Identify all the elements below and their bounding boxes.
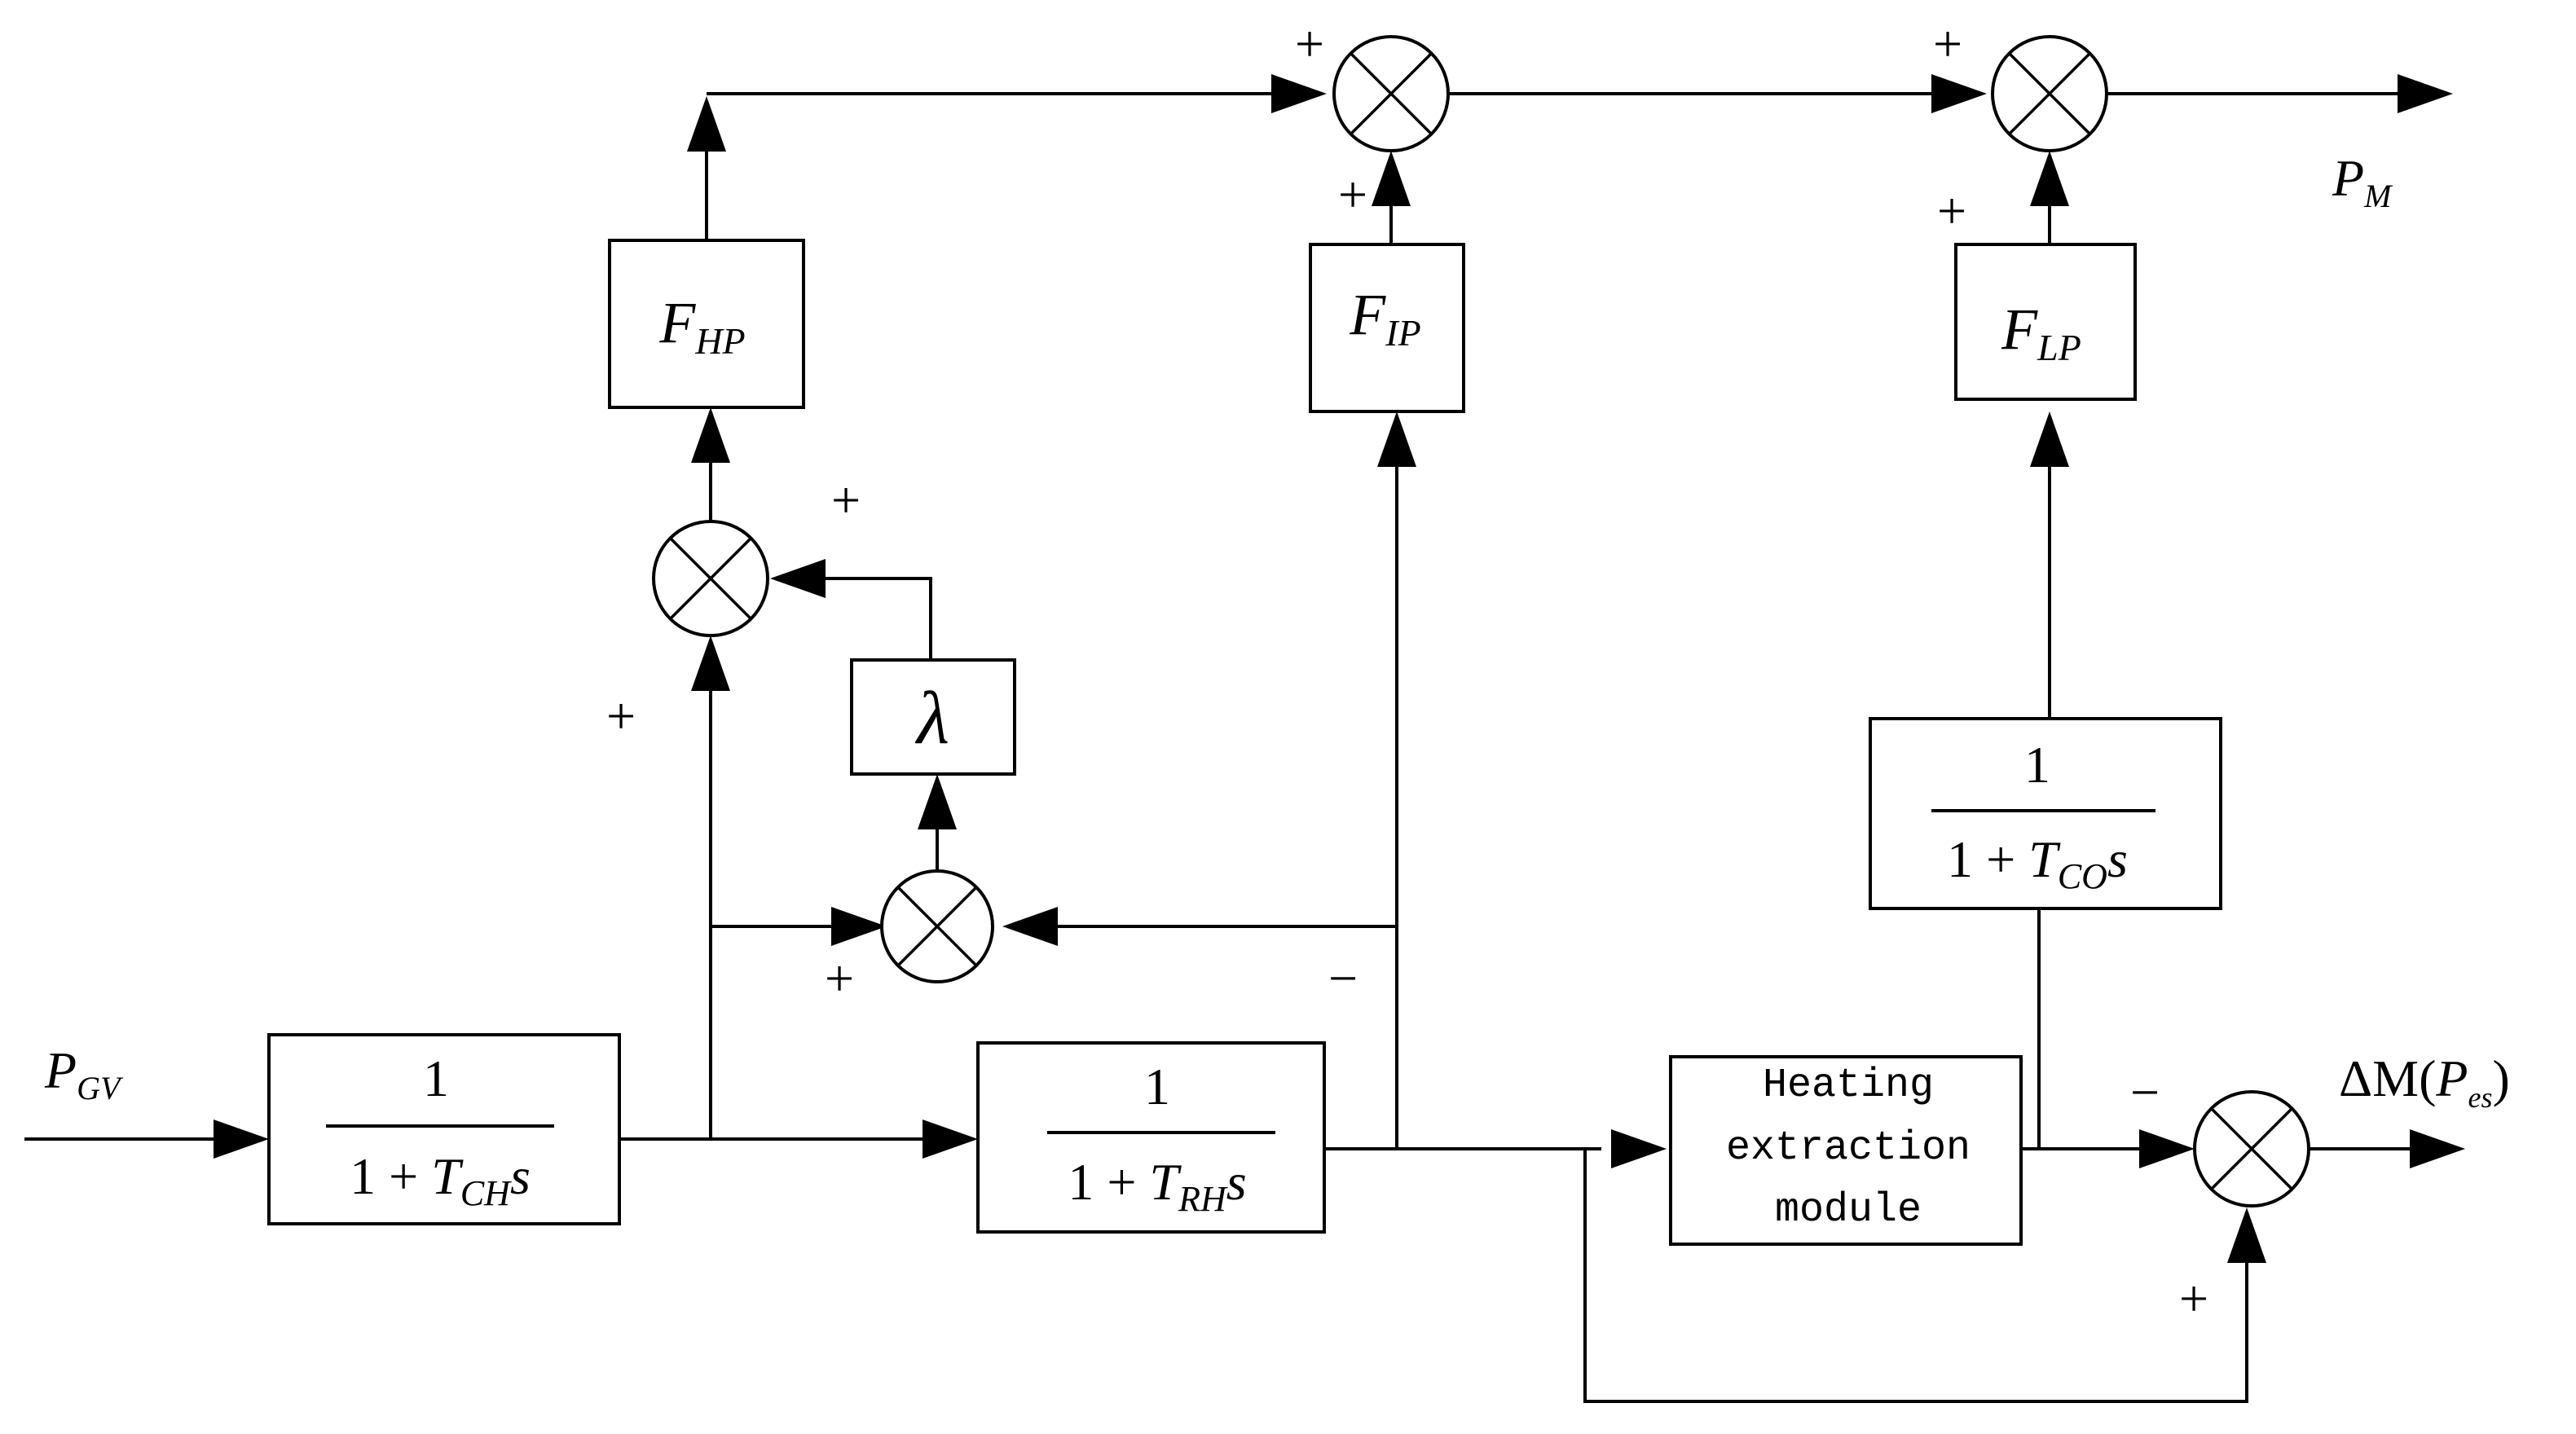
- arrow-into-ip-block: [1377, 411, 1416, 467]
- arrow-into-sum1-left: [1271, 74, 1327, 113]
- summing-junction-hp: [652, 520, 769, 637]
- block-co-transfer: 1 1 + TCOs: [1869, 717, 2222, 910]
- ch-denominator: 1 + TCHs: [350, 1147, 531, 1213]
- summing-junction-top-2: [1991, 35, 2108, 152]
- ip-label: FIP: [1349, 282, 1420, 354]
- sign-final-left: −: [2130, 1063, 2160, 1121]
- block-rh-transfer: 1 1 + TRHs: [976, 1041, 1326, 1234]
- arrow-into-lp-block: [2030, 411, 2069, 467]
- sign-hp-summer-bottom: +: [606, 687, 636, 745]
- summing-junction-diff: [880, 869, 994, 983]
- label-output-pm: PM: [2332, 149, 2393, 214]
- arrow-into-heating: [1611, 1129, 1667, 1168]
- block-f-ip: FIP: [1309, 243, 1465, 413]
- sign-diff-summer-right: −: [1328, 949, 1358, 1007]
- arrow-into-hp-summer-right: [770, 559, 826, 598]
- co-denominator: 1 + TCOs: [1947, 830, 2128, 896]
- wire-bypass-loop: [1583, 1149, 2248, 1403]
- arrow-output-pm: [2398, 74, 2453, 113]
- block-f-lp: FLP: [1954, 243, 2137, 401]
- arrow-into-sum2-left: [1931, 74, 1987, 113]
- sign-sum1-bottom: +: [1338, 165, 1367, 223]
- wire-lambda-to-hp-summer: [807, 577, 932, 660]
- arrow-into-ch: [214, 1119, 269, 1159]
- block-lambda: λ: [850, 658, 1016, 776]
- block-heating-extraction-module: Heating extraction module: [1669, 1055, 2023, 1246]
- co-numerator: 1: [2024, 736, 2050, 794]
- summing-junction-top-1: [1332, 35, 1450, 152]
- hp-label: FHP: [658, 290, 745, 362]
- heating-line-2: extraction: [1726, 1125, 1971, 1172]
- arrow-into-final-summer-left: [2139, 1129, 2195, 1168]
- sign-hp-summer-right: +: [831, 471, 861, 529]
- lambda-label: λ: [914, 676, 949, 759]
- arrow-into-lambda: [918, 774, 957, 829]
- sign-sum1-left: +: [1295, 15, 1324, 73]
- heating-line-3: module: [1775, 1187, 1922, 1234]
- label-input-pgv: PGV: [44, 1041, 124, 1106]
- sign-sum2-bottom: +: [1937, 182, 1966, 240]
- arrow-into-final-summer-bottom: [2227, 1207, 2266, 1263]
- arrow-output-heat: [2410, 1129, 2465, 1168]
- block-ch-transfer: 1 1 + TCHs: [267, 1033, 621, 1225]
- label-output-heat: ΔM(Pes): [2339, 1049, 2510, 1114]
- arrow-into-diff-summer-left: [831, 907, 887, 946]
- block-f-hp: FHP: [608, 239, 805, 409]
- arrow-hp-up: [687, 96, 726, 152]
- sign-diff-summer-left: +: [825, 949, 854, 1007]
- rh-numerator: 1: [1144, 1058, 1170, 1115]
- arrow-into-hp-block: [691, 407, 730, 463]
- arrow-into-rh: [923, 1119, 978, 1159]
- heating-line-1: Heating: [1763, 1062, 1934, 1109]
- arrowheads: [214, 74, 2465, 1263]
- lp-label: FLP: [2001, 297, 2081, 368]
- sign-labels: + + + − + + + + − +: [606, 15, 2208, 1327]
- ch-numerator: 1: [423, 1049, 449, 1107]
- arrow-into-hp-summer-bottom: [691, 636, 730, 691]
- rh-denominator: 1 + TRHs: [1068, 1153, 1246, 1219]
- arrow-into-sum2-bottom: [2030, 151, 2069, 206]
- arrow-into-diff-summer-right: [1002, 907, 1058, 946]
- sign-final-bottom: +: [2179, 1269, 2208, 1327]
- sign-sum2-left: +: [1933, 15, 1962, 73]
- arrow-into-sum1-bottom: [1372, 151, 1411, 206]
- connection-wires: [24, 92, 2412, 1403]
- summing-junction-final: [2193, 1090, 2310, 1207]
